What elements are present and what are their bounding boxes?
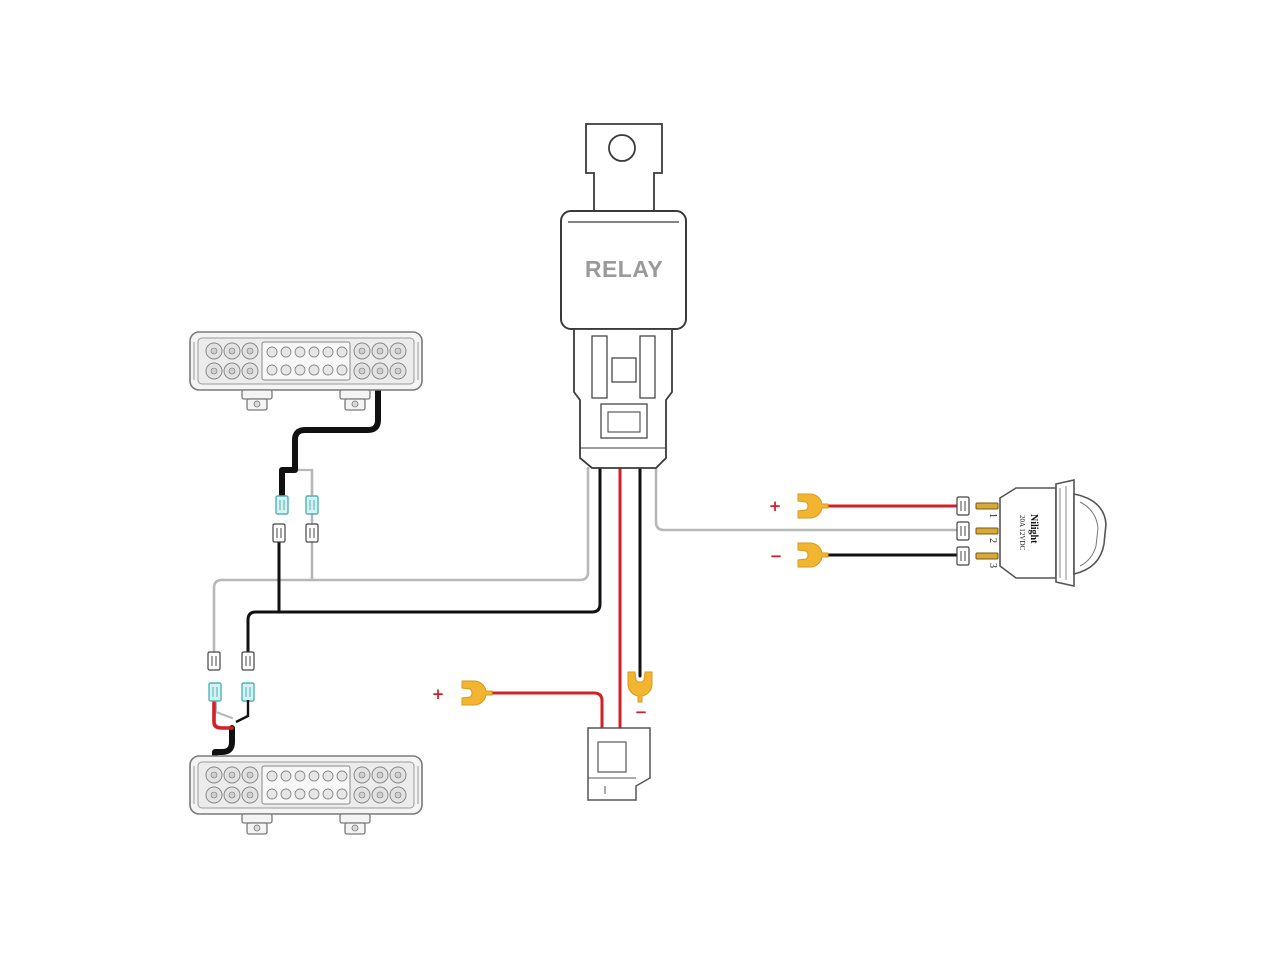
switch-negative-sign: − bbox=[770, 547, 783, 565]
battery-negative-sign: − bbox=[635, 703, 648, 721]
fuse-holder bbox=[587, 727, 651, 801]
lightbar-1-connector-black bbox=[275, 495, 289, 515]
white-wire-lightbar-1-pigtail bbox=[292, 468, 314, 500]
black-wire-lightbar-1 bbox=[279, 387, 381, 501]
switch-connector-2 bbox=[956, 521, 970, 541]
led-light-bar-bottom bbox=[189, 755, 423, 835]
relay: RELAY bbox=[560, 123, 687, 469]
led-light-bar-top bbox=[189, 331, 423, 411]
rocker-switch: 1 2 3 Nilight 20A 12VDC bbox=[975, 479, 1107, 587]
battery-positive-sign: + bbox=[432, 685, 445, 703]
red-wire-battery-to-fuse bbox=[490, 691, 604, 730]
switch-pin-1: 1 bbox=[987, 513, 998, 518]
switch-positive-terminal bbox=[797, 493, 829, 519]
switch-connector-3 bbox=[956, 546, 970, 566]
switch-negative-terminal bbox=[797, 542, 829, 568]
lightbar-2-connector-red bbox=[208, 682, 222, 702]
switch-rating-label: 20A 12VDC bbox=[1018, 515, 1026, 551]
lightbar-2-connector-black bbox=[241, 682, 255, 702]
switch-connector-1 bbox=[956, 496, 970, 516]
harness-connector-2-black bbox=[241, 651, 255, 671]
switch-pin-2: 2 bbox=[987, 538, 998, 543]
relay-socket bbox=[573, 328, 673, 469]
switch-pin-3: 3 bbox=[987, 563, 998, 568]
red-wire-lightbar-2 bbox=[212, 698, 234, 730]
relay-label: RELAY bbox=[585, 256, 663, 282]
switch-positive-sign: + bbox=[769, 497, 782, 515]
lightbar-1-connector-white bbox=[305, 495, 319, 515]
harness-connector-white bbox=[305, 523, 319, 543]
white-wire-relay-to-switch bbox=[654, 466, 960, 532]
harness-connector-black bbox=[272, 523, 286, 543]
relay-mounting-hole bbox=[608, 134, 636, 162]
battery-positive-terminal bbox=[461, 680, 493, 706]
white-wire-relay-to-lightbar-2 bbox=[212, 466, 590, 657]
harness-connector-2-white bbox=[207, 651, 221, 671]
black-wire-relay-ground-bus bbox=[246, 466, 602, 657]
switch-brand-label: Nilight bbox=[1028, 514, 1039, 544]
wires bbox=[212, 387, 960, 765]
black-wire-lightbar-2 bbox=[212, 725, 235, 765]
